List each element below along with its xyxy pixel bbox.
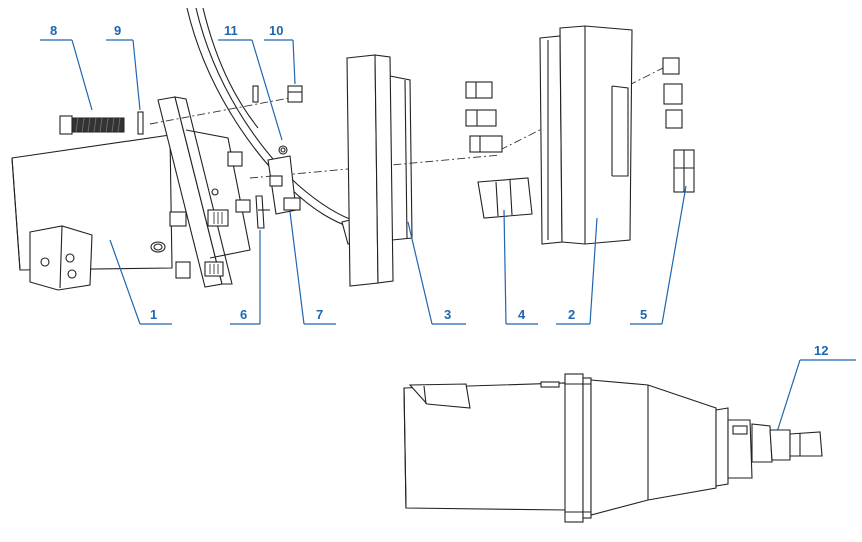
callout-2: 2 [568,307,575,322]
part-3-plate [346,54,413,287]
callout-10: 10 [269,23,283,38]
callout-3: 3 [444,307,451,322]
callout-1: 1 [150,307,157,322]
callout-7: 7 [316,307,323,322]
part-9-washer [137,111,144,135]
callout-5: 5 [640,307,647,322]
part-10-nut [252,85,303,103]
assembled-view [403,373,823,523]
callout-8: 8 [50,23,57,38]
part-5-nuts [662,57,695,193]
flange-plate [157,96,251,288]
callout-9: 9 [114,23,121,38]
cable [186,7,359,229]
part-7-bracket [267,155,301,215]
callout-6: 6 [240,307,247,322]
part-6-pin [255,195,270,229]
callout-11: 11 [224,23,238,38]
part-1-body [11,134,173,291]
part-2-housing [539,25,633,245]
callout-12: 12 [814,343,828,358]
part-8-bolt [59,115,125,135]
callout-leaders [40,39,856,433]
callout-labels: 8 9 11 10 1 6 7 3 4 2 5 12 [50,23,828,358]
callout-4: 4 [518,307,526,322]
part-4-contacts [465,81,533,219]
